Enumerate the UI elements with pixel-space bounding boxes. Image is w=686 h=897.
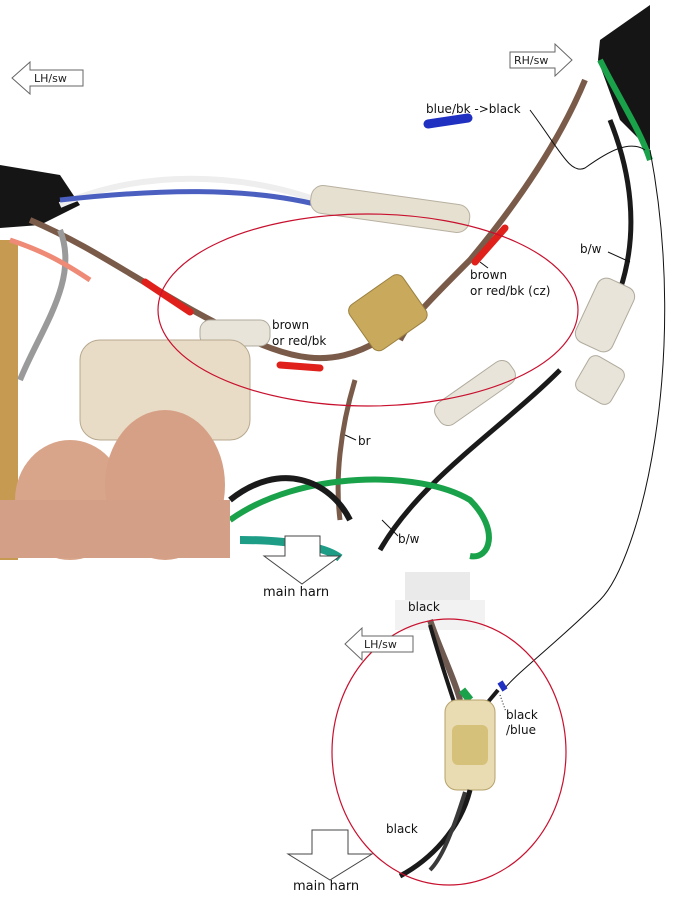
wire-blue — [59, 189, 331, 211]
marker-red-left — [141, 278, 194, 316]
marker-red-center — [276, 361, 324, 372]
inset-wire-black-a — [428, 624, 457, 706]
pointer-black-blue-dots — [499, 694, 507, 713]
brown-label-line1: brown — [272, 318, 310, 332]
inset-wire-brown — [427, 619, 463, 701]
harness-sleeve-left — [0, 165, 80, 228]
inset-connector-brass — [452, 725, 488, 765]
wire-grey-left — [17, 228, 69, 382]
black-blue-label-line2: /blue — [506, 723, 536, 737]
bw-lower-label: b/w — [398, 532, 420, 546]
wire-white — [58, 175, 332, 208]
left-wood-panel — [0, 240, 18, 560]
wire-green-right — [597, 58, 653, 161]
wire-salmon — [9, 237, 92, 283]
brown-cz-label-line2: or red/bk (cz) — [470, 284, 551, 298]
annotation-circle-bottom — [331, 618, 567, 886]
brown-label-line2: or red/bk — [272, 334, 327, 348]
connector-clear-3 — [574, 277, 636, 353]
pointer-bw-lower — [381, 519, 399, 537]
br-label: br — [358, 434, 371, 448]
main-harn-label-bottom: main harn — [293, 879, 360, 894]
connector-brass-center — [348, 274, 428, 352]
inset-bg-top — [405, 572, 470, 600]
hand-base — [0, 500, 230, 558]
black-label-top: black — [408, 600, 440, 614]
wire-green-loop — [228, 476, 492, 560]
wire-bw-lower — [377, 368, 562, 552]
wire-bw-right — [607, 119, 634, 291]
connector-white-top — [310, 185, 471, 233]
lh-sw-label-top: LH/sw — [34, 72, 67, 85]
wire-black-loop — [228, 475, 353, 522]
inset-bg — [395, 600, 485, 630]
inset-wire-black-c — [398, 789, 473, 879]
black-label-bottom: black — [386, 822, 418, 836]
rh-sw-label: RH/sw — [514, 54, 549, 67]
pointer-long-curve — [504, 149, 666, 689]
lh-sw-label-bottom: LH/sw — [364, 638, 397, 651]
marker-blue — [423, 113, 473, 129]
left-arrow-icon — [11, 60, 84, 96]
main-harn-label-top: main harn — [263, 585, 330, 600]
black-blue-label-line1: black — [506, 708, 538, 722]
blue-bk-label: blue/bk ->black — [426, 102, 521, 116]
pointer-blue-bk — [529, 109, 646, 170]
connector-small-right — [575, 355, 625, 405]
inset-wire-blue — [497, 680, 508, 692]
brown-cz-label-line1: brown — [470, 268, 508, 282]
inset-wire-dark — [428, 791, 467, 872]
annotation-circle-top — [157, 213, 579, 407]
inset-wire-green — [458, 687, 474, 703]
down-arrow-icon — [286, 829, 374, 881]
down-arrow-icon — [262, 535, 342, 585]
bw-right-label: b/w — [580, 242, 602, 256]
marker-red-right — [471, 224, 509, 266]
pointer-br — [344, 434, 357, 441]
pointer-bw-right — [607, 251, 631, 263]
pointer-brown-cz — [479, 261, 489, 269]
right-arrow-icon — [509, 42, 573, 78]
left-arrow-icon — [344, 626, 414, 662]
harness-sleeve-right — [598, 5, 650, 150]
